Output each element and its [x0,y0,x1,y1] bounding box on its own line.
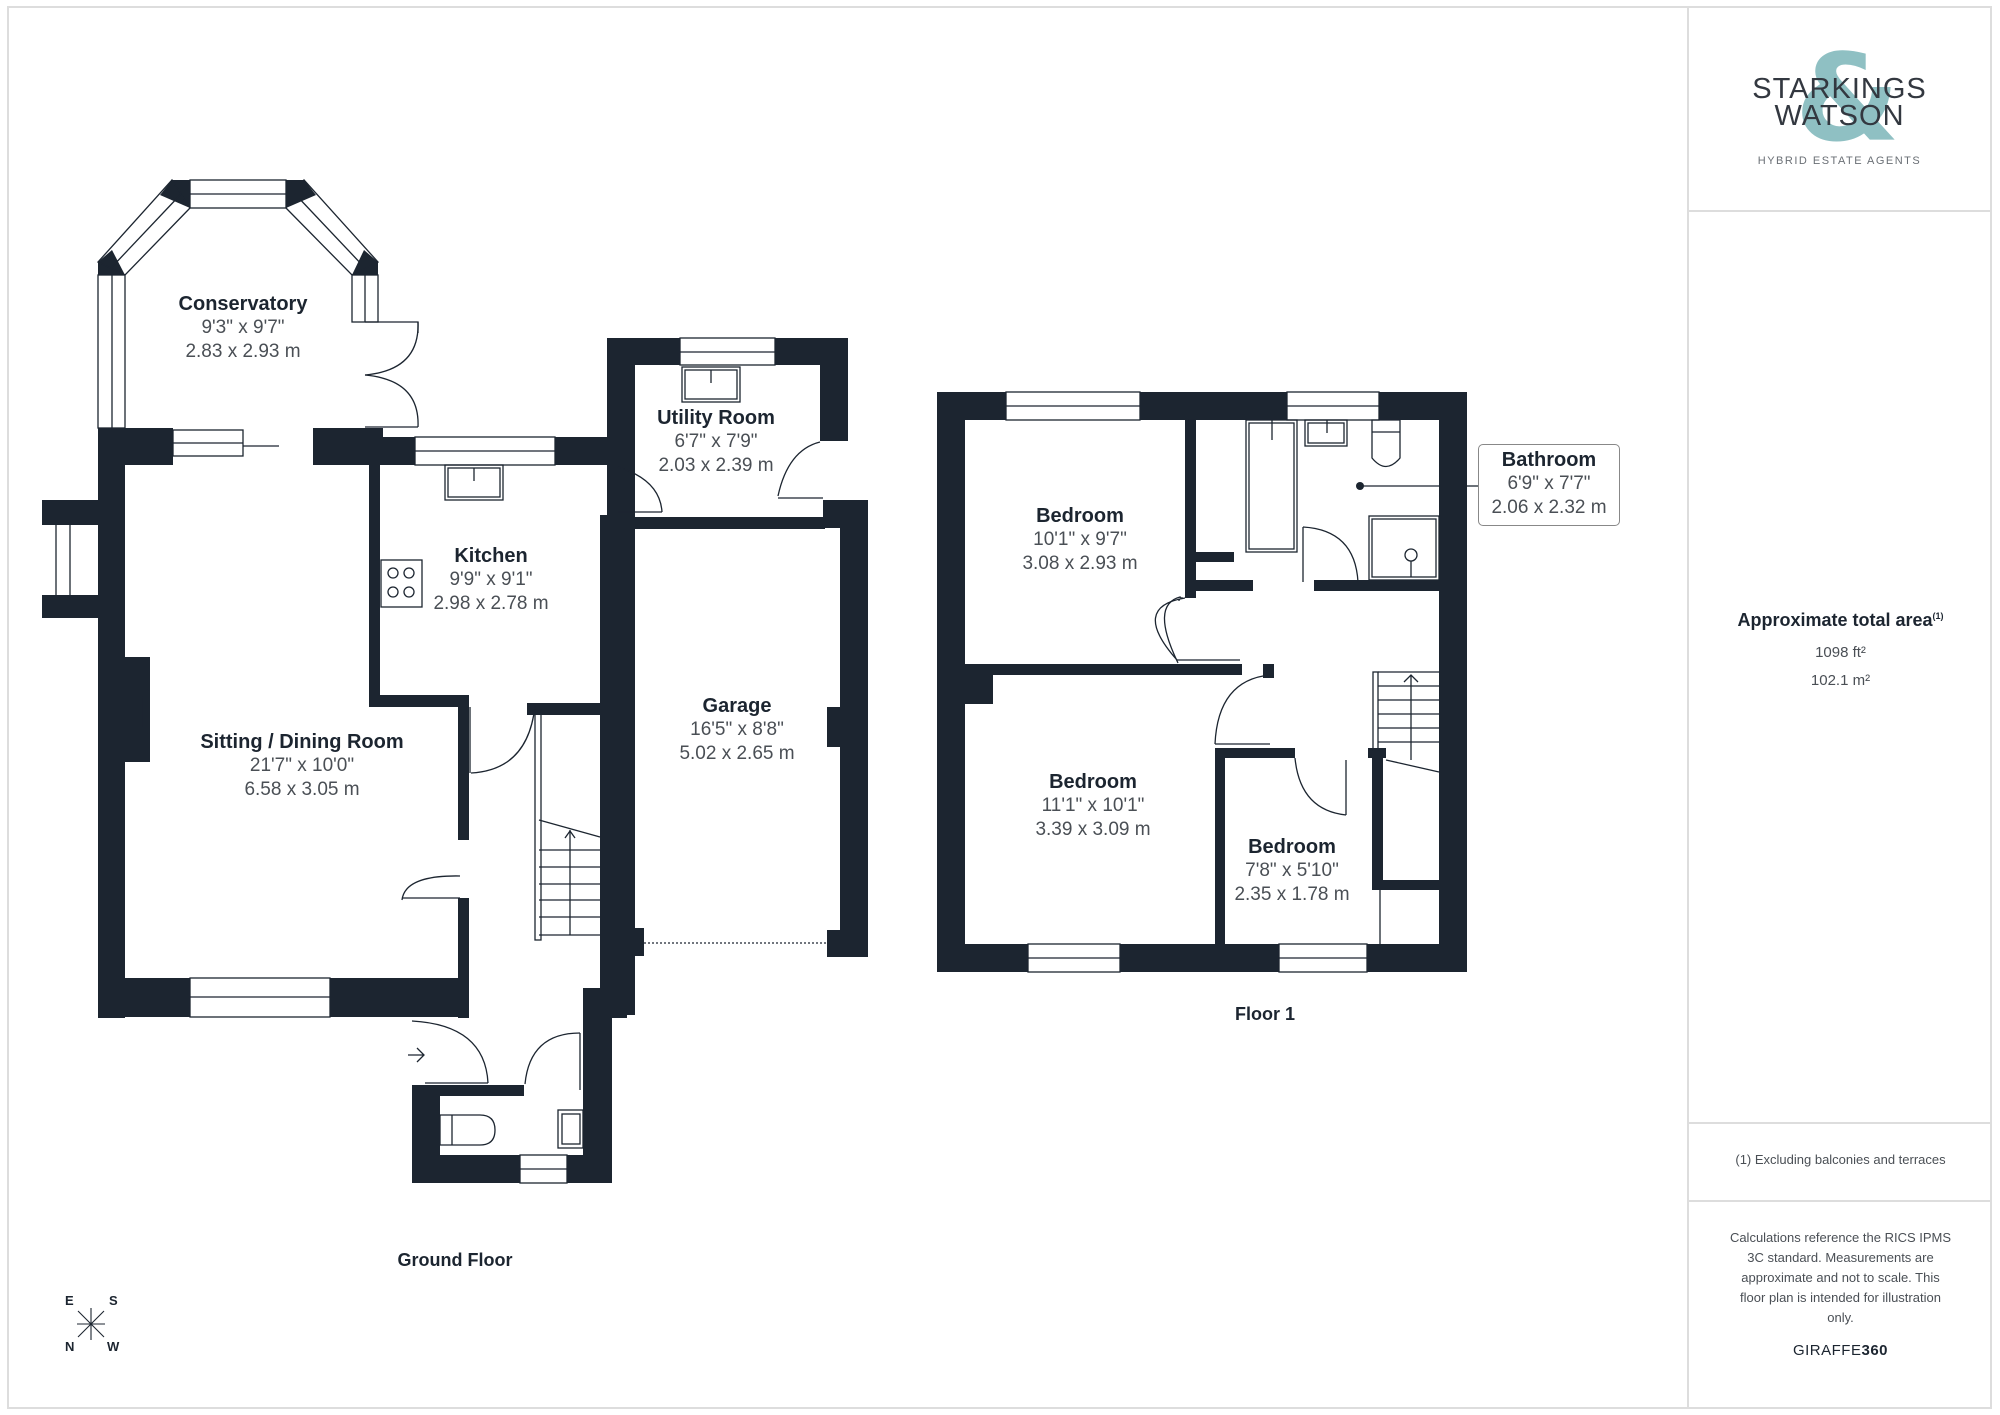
compass-s: S [109,1293,118,1308]
area-title: Approximate total area(1) [1737,610,1944,630]
room-bedroom-2: Bedroom 11'1" x 10'1" 3.39 x 3.09 m [1035,771,1151,840]
area-sqm: 102.1 m² [1810,672,1871,689]
brand-name-line1: STARKINGS [1752,73,1927,105]
floor-plan-drawing [42,178,1478,1340]
compass-n: N [65,1339,75,1354]
disclaimer: Calculations reference the RICS IPMS 3C … [1689,1228,1992,1359]
brand-logo: & STARKINGS WATSON HYBRID ESTATE AGENTS [1687,40,1992,190]
ground-floor-lines [55,178,827,1184]
area-sqft: 1098 ft² [1815,644,1866,661]
room-garage: Garage 16'5" x 8'8" 5.02 x 2.65 m [679,695,795,764]
room-utility: Utility Room 6'7" x 7'9" 2.03 x 2.39 m [657,407,775,476]
ground-floor-walls [42,180,868,1183]
divider-logo [1687,210,1992,212]
exclusion-note: (1) Excluding balconies and terraces [1735,1152,1946,1167]
room-bathroom: Bathroom 6'9" x 7'7" 2.06 x 2.32 m [1491,449,1607,518]
room-bedroom-3: Bedroom 7'8" x 5'10" 2.35 x 1.78 m [1234,836,1350,905]
room-conservatory: Conservatory 9'3" x 9'7" 2.83 x 2.93 m [178,293,308,362]
floor-label-ground: Ground Floor [397,1250,513,1270]
sidebar-divider [1687,6,1689,1409]
compass-e: E [65,1293,74,1308]
divider-note [1687,1200,1992,1202]
compass-w: W [107,1339,120,1354]
first-floor-lines [1005,391,1478,973]
brand-tagline: HYBRID ESTATE AGENTS [1757,155,1922,167]
compass-rose-icon [77,1308,105,1340]
area-summary: Approximate total area(1) 1098 ft² 102.1… [1689,610,1992,695]
pointer-dot [1356,482,1364,490]
giraffe360-credit: GIRAFFE360 [1792,1342,1889,1359]
first-floor-walls [937,392,1467,972]
brand-name-line2: WATSON [1774,100,1905,132]
page-frame [7,6,1992,1409]
room-kitchen: Kitchen 9'9" x 9'1" 2.98 x 2.78 m [433,545,549,614]
ampersand-mark: & [1795,30,1900,169]
room-sitting-dining: Sitting / Dining Room 21'7" x 10'0" 6.58… [200,731,404,800]
room-bedroom-1: Bedroom 10'1" x 9'7" 3.08 x 2.93 m [1022,505,1138,574]
floor-label-first: Floor 1 [1234,1004,1296,1024]
bathroom-callout [1478,444,1620,526]
divider-area [1687,1122,1992,1124]
